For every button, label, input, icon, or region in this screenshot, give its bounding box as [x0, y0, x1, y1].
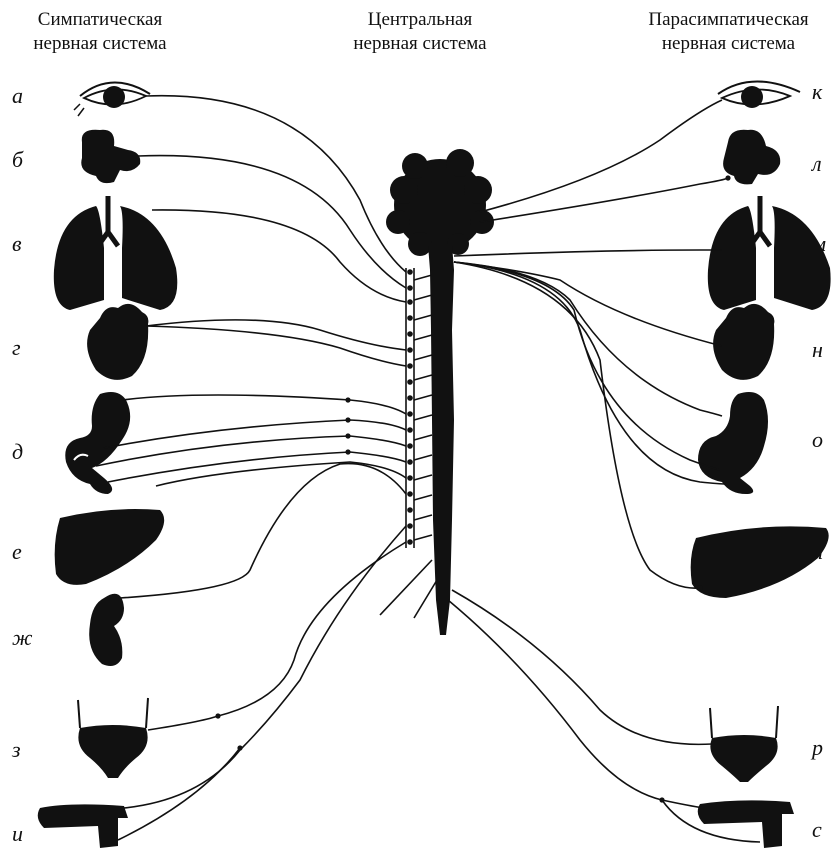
liver-icon-right [691, 526, 829, 598]
heart-icon-left [87, 304, 148, 380]
cord-fiber [380, 560, 432, 615]
liver-icon-left [55, 509, 165, 585]
genitals-icon-left [38, 804, 128, 848]
stomach-icon-right [698, 392, 768, 494]
lungs-icon-left [54, 196, 177, 310]
salivary-gland-icon-left [81, 130, 140, 183]
stomach-icon-left [65, 392, 130, 494]
brain [386, 149, 494, 256]
eye-icon-right [718, 81, 800, 108]
eye-icon-left [74, 82, 150, 116]
sympathetic-chain [406, 268, 432, 548]
kidney-icon-left [89, 594, 124, 666]
salivary-gland-icon-right [723, 130, 780, 185]
bladder-icon-left [78, 698, 148, 778]
lungs-icon-right [708, 196, 831, 310]
bladder-icon-right [710, 706, 778, 782]
heart-icon-right [713, 304, 774, 380]
cord-fiber [414, 580, 437, 618]
spinal-cord [428, 245, 454, 635]
